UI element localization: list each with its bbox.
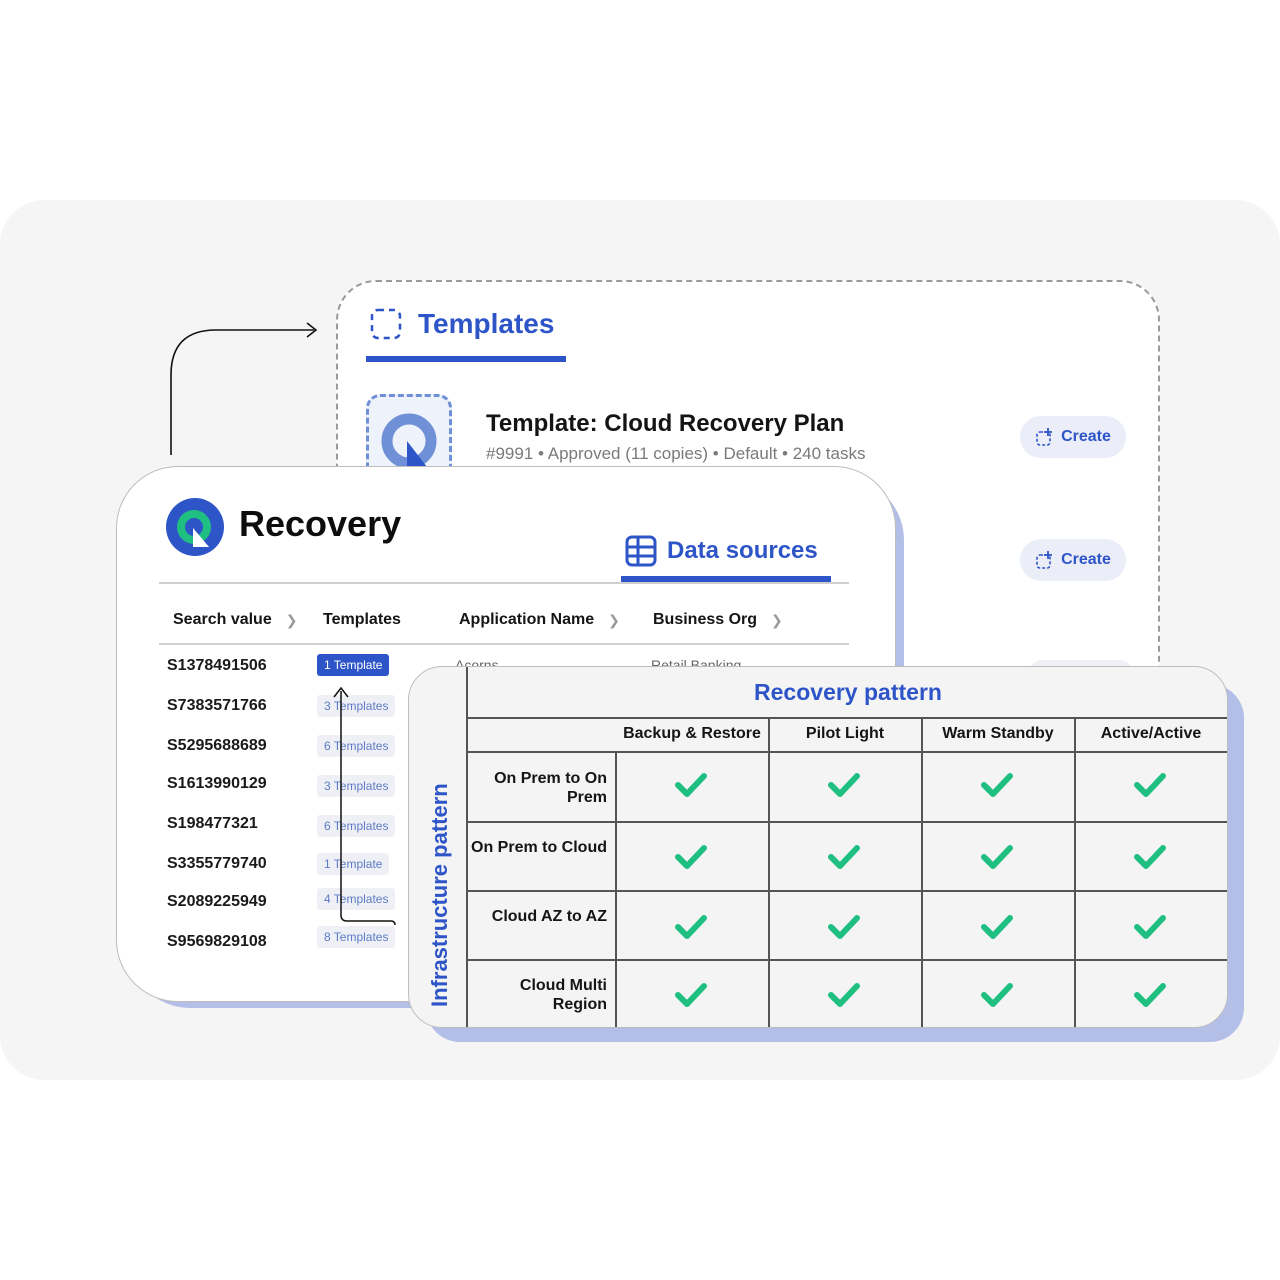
row-search-value: S3355779740 [167, 855, 267, 872]
templates-badge[interactable]: 4 Templates [317, 888, 396, 910]
column-backup-restore: Backup & Restore [623, 725, 761, 742]
checkmark-icon [981, 773, 1013, 797]
recovery-pattern-title: Recovery pattern [754, 679, 942, 705]
checkmark-icon [981, 845, 1013, 869]
templates-badge[interactable]: 8 Templates [317, 926, 396, 948]
create-button-label: Create [1061, 551, 1111, 568]
grid-line [466, 890, 1227, 892]
checkmark-icon [675, 845, 707, 869]
row-search-value: S5295688689 [167, 737, 267, 754]
column-header-application-name[interactable]: Application Name❯ [459, 611, 620, 628]
checkmark-icon [1134, 915, 1166, 939]
column-header-business-org[interactable]: Business Org❯ [653, 611, 783, 628]
checkmark-icon [675, 983, 707, 1007]
header-divider [159, 582, 849, 584]
template-item-title[interactable]: Template: Cloud Recovery Plan [486, 410, 845, 437]
checkmark-icon [675, 773, 707, 797]
create-button-2[interactable]: Create [1020, 539, 1126, 581]
app-title: Recovery [239, 503, 402, 544]
row-search-value: S7383571766 [167, 697, 267, 714]
templates-title: Templates [418, 308, 555, 339]
row-on-prem-to-on-prem: On Prem to On Prem [494, 770, 607, 806]
row-cloud-multi-region: Cloud Multi Region [519, 977, 607, 1013]
templates-badge[interactable]: 6 Templates [317, 735, 396, 757]
grid-line [466, 821, 1227, 823]
row-on-prem-to-cloud: On Prem to Cloud [471, 839, 607, 856]
grid-line [466, 717, 1227, 719]
grid-line [466, 959, 1227, 961]
row-search-value: S9569829108 [167, 933, 267, 950]
recovery-logo [166, 498, 224, 556]
grid-line [1074, 717, 1076, 1027]
checkmark-icon [675, 915, 707, 939]
create-template-icon [1036, 428, 1053, 446]
column-warm-standby: Warm Standby [942, 725, 1054, 742]
row-search-value: S198477321 [167, 815, 258, 832]
checkmark-icon [1134, 983, 1166, 1007]
template-item-meta: #9991 • Approved (11 copies) • Default •… [486, 444, 866, 463]
tab-data-sources-label: Data sources [667, 537, 818, 564]
checkmark-icon [828, 983, 860, 1007]
grid-line [921, 717, 923, 1027]
templates-header: Templates [368, 306, 554, 342]
table-header-divider [159, 643, 849, 645]
grid-line [466, 667, 468, 1027]
grid-line [768, 717, 770, 1027]
checkmark-icon [981, 983, 1013, 1007]
badge-pointer-arrow [333, 686, 396, 926]
templates-tab-underline [366, 356, 566, 362]
tab-data-sources[interactable]: Data sources [625, 535, 818, 567]
checkmark-icon [1134, 773, 1166, 797]
row-search-value: S2089225949 [167, 893, 267, 910]
recovery-pattern-matrix: Infrastructure pattern Recovery pattern … [408, 666, 1228, 1028]
create-button[interactable]: Create [1020, 416, 1126, 458]
checkmark-icon [1134, 845, 1166, 869]
column-header-templates[interactable]: Templates [323, 611, 401, 628]
chevron-right-icon: ❯ [285, 611, 298, 628]
dashed-select-icon [370, 308, 402, 340]
grid-line [615, 751, 617, 1027]
column-header-search-value[interactable]: Search value❯ [173, 611, 298, 628]
row-cloud-az-to-az: Cloud AZ to AZ [491, 908, 607, 925]
row-search-value: S1613990129 [167, 775, 267, 792]
template-thumbnail [366, 394, 452, 480]
grid-line [466, 751, 1227, 753]
templates-badge[interactable]: 3 Templates [317, 695, 396, 717]
templates-badge[interactable]: 1 Template [317, 654, 390, 676]
table-grid-icon [625, 535, 657, 567]
checkmark-icon [828, 773, 860, 797]
column-pilot-light: Pilot Light [805, 725, 885, 742]
chevron-right-icon: ❯ [771, 611, 783, 628]
column-active-active: Active/Active [1100, 725, 1202, 742]
infrastructure-pattern-label: Infrastructure pattern [427, 783, 452, 1007]
templates-badge[interactable]: 6 Templates [317, 815, 396, 837]
row-search-value: S1378491506 [167, 657, 267, 674]
create-template-icon [1036, 551, 1053, 569]
chevron-right-icon: ❯ [608, 611, 620, 628]
checkmark-icon [981, 915, 1013, 939]
templates-badge[interactable]: 3 Templates [317, 775, 396, 797]
checkmark-icon [828, 915, 860, 939]
templates-badge[interactable]: 1 Template [317, 853, 390, 875]
template-logo-icon [381, 413, 437, 469]
create-button-label: Create [1061, 428, 1111, 445]
checkmark-icon [828, 845, 860, 869]
data-sources-tab-underline [621, 576, 831, 582]
